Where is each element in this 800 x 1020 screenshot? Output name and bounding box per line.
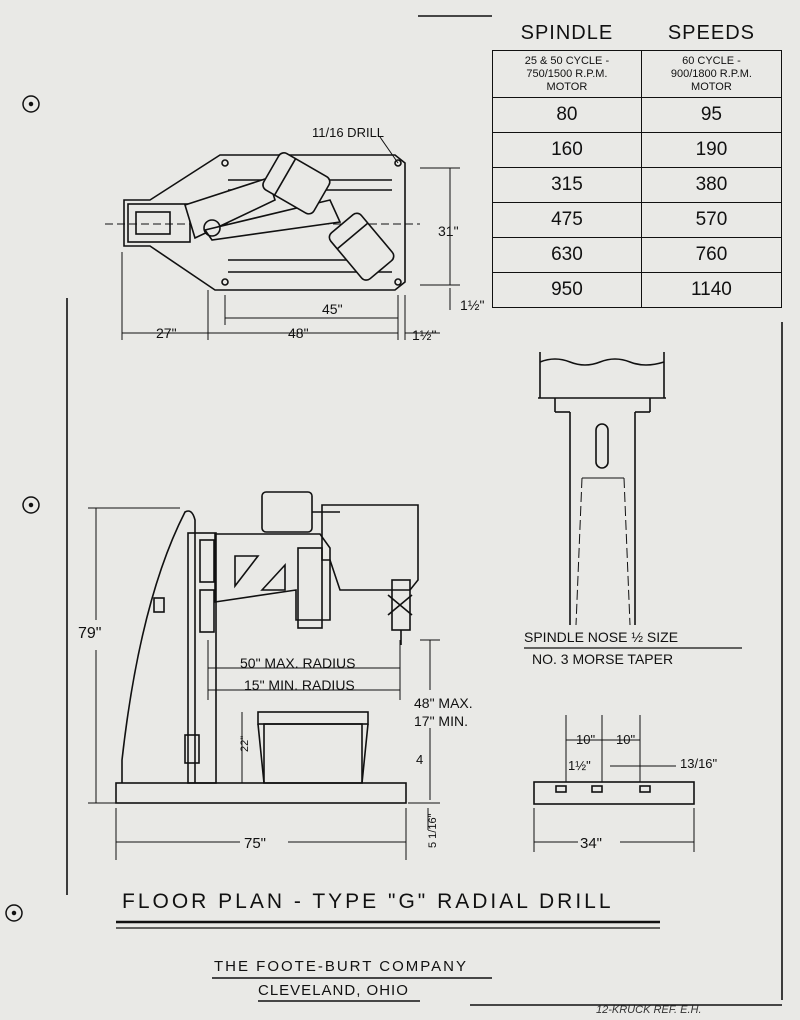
base-detail-view xyxy=(533,715,695,852)
dim-22: 22" xyxy=(239,736,251,752)
max-height: 48" MAX. xyxy=(414,695,473,711)
table-header-spindle: SPINDLE xyxy=(520,21,614,44)
subheader-line: 60 CYCLE - xyxy=(682,54,741,67)
dim-10b: 10" xyxy=(616,732,635,747)
dim-5: 5 1/16" xyxy=(427,813,439,848)
subheader-line: MOTOR xyxy=(546,80,588,93)
subheader-line: 25 & 50 CYCLE - xyxy=(524,54,610,67)
dim-79: 79" xyxy=(78,625,101,642)
dim-1-half-b: 1½" xyxy=(412,327,436,343)
subheader-line: 900/1800 R.P.M. xyxy=(670,67,752,80)
dim-48: 48" xyxy=(288,325,309,341)
dim-4: 4 xyxy=(416,752,423,767)
dim-34: 34" xyxy=(580,835,602,852)
plan-view xyxy=(105,136,460,340)
speed-cell: 950 xyxy=(492,272,642,308)
subheader-line: 750/1500 R.P.M. xyxy=(526,67,608,80)
dim-1-half: 1½" xyxy=(568,758,591,773)
nose-caption-2: NO. 3 MORSE TAPER xyxy=(532,651,673,667)
dim-1-half-a: 1½" xyxy=(460,297,484,313)
spindle-speeds-table: SPINDLE SPEEDS 25 & 50 CYCLE - 750/1500 … xyxy=(492,16,783,308)
nose-caption-1: SPINDLE NOSE ½ SIZE xyxy=(524,629,678,645)
speed-cell: 160 xyxy=(492,132,642,168)
drawing-title: FLOOR PLAN - TYPE "G" RADIAL DRILL xyxy=(122,890,614,913)
dim-31: 31" xyxy=(438,223,459,239)
speed-cell: 630 xyxy=(492,237,642,273)
speed-cell: 1140 xyxy=(640,272,783,308)
speed-cell: 475 xyxy=(492,202,642,238)
dim-27: 27" xyxy=(156,325,177,341)
subheader-50-cycle: 25 & 50 CYCLE - 750/1500 R.P.M. MOTOR xyxy=(492,50,642,98)
dim-45: 45" xyxy=(322,301,343,317)
binder-hole-icon xyxy=(22,95,40,113)
table-header-speeds: SPEEDS xyxy=(667,21,755,44)
speed-cell: 380 xyxy=(640,167,783,203)
dim-13-16: 13/16" xyxy=(680,756,718,771)
spindle-nose-view xyxy=(538,352,666,626)
dim-10a: 10" xyxy=(576,732,595,747)
subheader-line: MOTOR xyxy=(691,80,732,93)
drill-note: 11/16 DRILL xyxy=(312,125,384,140)
max-radius: 50" MAX. RADIUS xyxy=(240,655,355,671)
binder-hole-icon xyxy=(5,904,23,922)
min-radius: 15" MIN. RADIUS xyxy=(244,677,355,693)
min-height: 17" MIN. xyxy=(414,713,468,729)
company-city: CLEVELAND, OHIO xyxy=(258,982,409,999)
reference-note: 12-KRUCK REF. E.H. xyxy=(596,1004,702,1016)
dim-75: 75" xyxy=(244,835,266,852)
company-name: THE FOOTE-BURT COMPANY xyxy=(214,958,469,975)
elevation-view xyxy=(88,491,440,860)
binder-hole-icon xyxy=(22,496,40,514)
